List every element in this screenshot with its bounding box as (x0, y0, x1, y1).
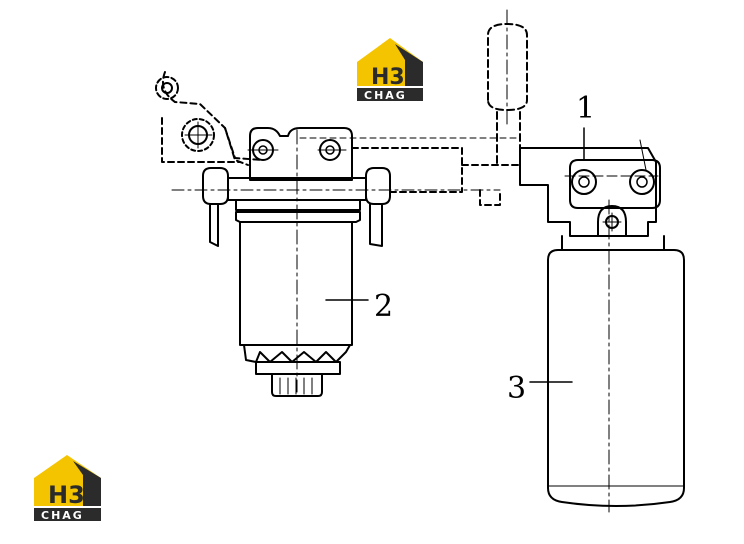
brand-logo-top: H3 CHAG (357, 38, 423, 102)
callout-3: 3 (507, 371, 526, 406)
callout-2: 2 (374, 289, 393, 324)
logo-mark-text: H3 (371, 65, 405, 90)
logo-word-text-2: CHAG (41, 509, 84, 522)
oil-filter-canister-right (547, 199, 685, 513)
logo-word-text: CHAG (364, 89, 407, 102)
oil-filter-head-right (519, 139, 665, 251)
brand-logo-bottom: H3 CHAG (34, 455, 101, 522)
hand-pump-handle (487, 9, 528, 166)
connecting-pipe (299, 137, 521, 206)
fuel-filter-element-left (235, 129, 361, 397)
fuel-filter-head-left (171, 127, 501, 247)
callout-1: 1 (576, 91, 595, 126)
logo-mark-text-2: H3 (48, 481, 85, 509)
mounting-bracket (155, 71, 263, 166)
